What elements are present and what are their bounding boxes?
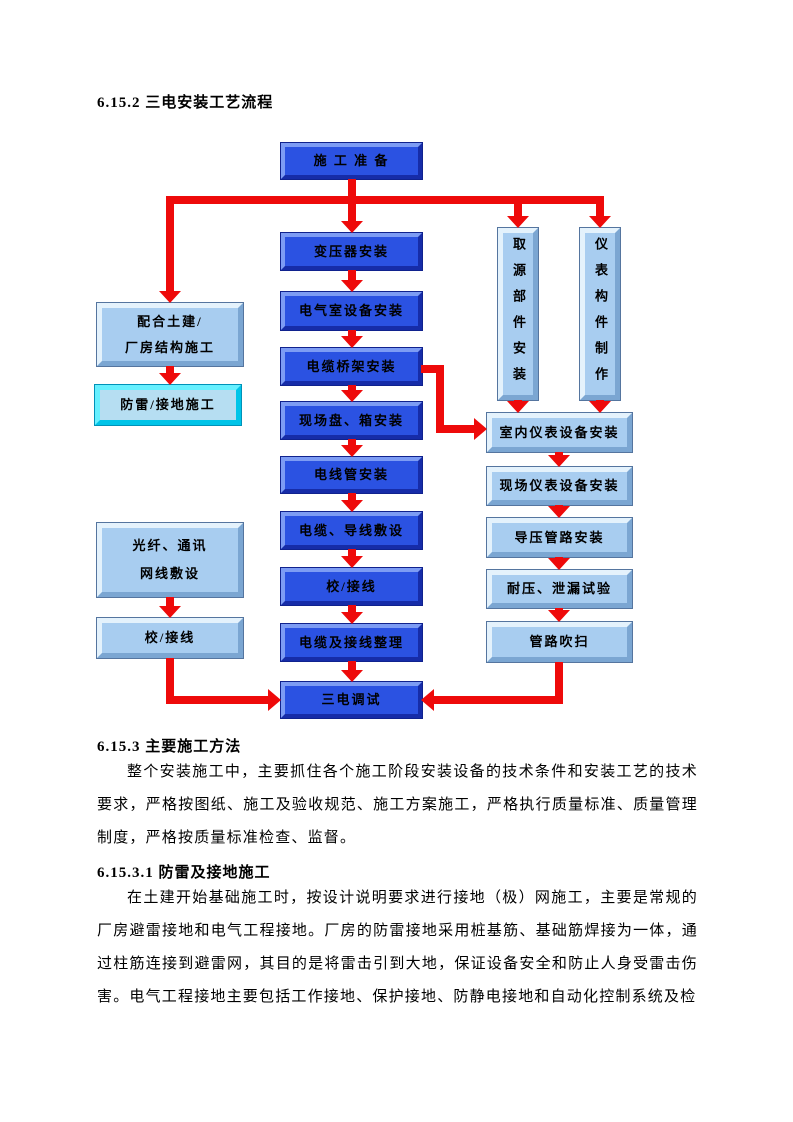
flow-box-check-wiring-main: 校/接线 <box>280 567 423 606</box>
arrow-segment <box>348 661 356 670</box>
arrowhead-down-icon <box>341 336 363 348</box>
arrowhead-down-icon <box>341 670 363 682</box>
flow-box-fiber-network-laying: 光纤、通讯 网线敷设 <box>96 522 244 598</box>
arrow-segment <box>444 425 474 433</box>
flow-box-cable-tray-installation: 电缆桥架安装 <box>280 347 423 386</box>
flow-box-cable-wiring-arrangement: 电缆及接线整理 <box>280 623 423 662</box>
arrowhead-down-icon <box>548 455 570 467</box>
section-6-15-3-paragraph: 整个安装施工中，主要抓住各个施工阶段安装设备的技术条件和安装工艺的技术要求，严格… <box>97 764 698 846</box>
flow-box-indoor-instrument-installation: 室内仪表设备安装 <box>486 412 633 453</box>
flow-box-check-wiring-left: 校/接线 <box>96 617 244 659</box>
flow-box-cable-wire-laying: 电缆、导线敷设 <box>280 511 423 550</box>
section-6-15-3-heading: 6.15.3 主要施工方法 <box>97 739 242 755</box>
arrowhead-right-icon <box>268 689 281 711</box>
arrowhead-down-icon <box>589 401 611 413</box>
arrowhead-down-icon <box>341 556 363 568</box>
arrowhead-down-icon <box>159 373 181 385</box>
flow-box-electrical-room-equipment: 电气室设备安装 <box>280 291 423 331</box>
arrow-segment <box>348 549 356 556</box>
arrow-segment <box>166 696 268 704</box>
section-6-15-2-heading: 6.15.2 三电安装工艺流程 <box>97 95 274 111</box>
arrow-segment <box>436 365 444 433</box>
arrow-segment <box>348 179 356 204</box>
arrow-segment <box>348 605 356 612</box>
flow-box-source-component-installation: 取源部件安装 <box>497 227 539 401</box>
arrowhead-down-icon <box>548 506 570 518</box>
arrow-segment <box>348 204 356 221</box>
arrowhead-down-icon <box>341 612 363 624</box>
flow-box-civil-structure-cooperation: 配合土建/ 厂房结构施工 <box>96 302 244 367</box>
flow-box-pressure-leak-test: 耐压、泄漏试验 <box>486 569 633 609</box>
arrowhead-down-icon <box>159 606 181 618</box>
arrow-segment <box>166 204 174 291</box>
flow-box-impulse-piping-installation: 导压管路安装 <box>486 517 633 558</box>
arrow-segment <box>348 493 356 500</box>
section-6-15-3-1-paragraph: 在土建开始基础施工时，按设计说明要求进行接地（极）网施工，主要是常规的厂房避雷接… <box>97 890 698 1005</box>
flow-box-lightning-grounding-construction: 防雷/接地施工 <box>94 384 242 426</box>
flow-box-transformer-installation: 变压器安装 <box>280 232 423 271</box>
flow-box-three-electric-commissioning: 三电调试 <box>280 681 423 719</box>
arrowhead-left-icon <box>421 689 434 711</box>
flow-box-pipeline-purging: 管路吹扫 <box>486 621 633 663</box>
arrowhead-down-icon <box>548 610 570 622</box>
flow-box-field-instrument-installation: 现场仪表设备安装 <box>486 466 633 506</box>
arrowhead-down-icon <box>159 291 181 303</box>
arrow-segment <box>166 658 174 704</box>
flow-box-site-panel-box-installation: 现场盘、箱安装 <box>280 401 423 440</box>
arrowhead-down-icon <box>507 401 529 413</box>
arrow-segment <box>514 204 522 216</box>
arrow-segment <box>166 366 174 373</box>
flow-box-conduit-installation: 电线管安装 <box>280 456 423 494</box>
arrow-segment <box>434 696 563 704</box>
arrow-segment <box>421 365 444 373</box>
arrow-segment <box>348 439 356 445</box>
flow-box-construction-preparation: 施 工 准 备 <box>280 142 423 180</box>
arrow-segment <box>348 385 356 390</box>
arrowhead-down-icon <box>341 445 363 457</box>
arrowhead-down-icon <box>341 500 363 512</box>
arrow-segment <box>166 597 174 606</box>
arrowhead-down-icon <box>341 390 363 402</box>
arrow-segment <box>555 452 563 456</box>
arrow-segment <box>555 608 563 611</box>
arrow-segment <box>166 196 604 204</box>
arrow-segment <box>348 330 356 336</box>
arrowhead-down-icon <box>548 558 570 570</box>
arrow-segment <box>555 662 563 704</box>
flow-box-instrument-component-fabrication: 仪表构件制作 <box>579 227 621 401</box>
arrowhead-right-icon <box>474 418 487 440</box>
arrowhead-down-icon <box>341 221 363 233</box>
arrowhead-down-icon <box>589 216 611 228</box>
arrow-segment <box>348 270 356 280</box>
arrowhead-down-icon <box>507 216 529 228</box>
section-6-15-3-1-heading: 6.15.3.1 防雷及接地施工 <box>97 865 271 881</box>
arrow-segment <box>596 204 604 216</box>
arrowhead-down-icon <box>341 280 363 292</box>
